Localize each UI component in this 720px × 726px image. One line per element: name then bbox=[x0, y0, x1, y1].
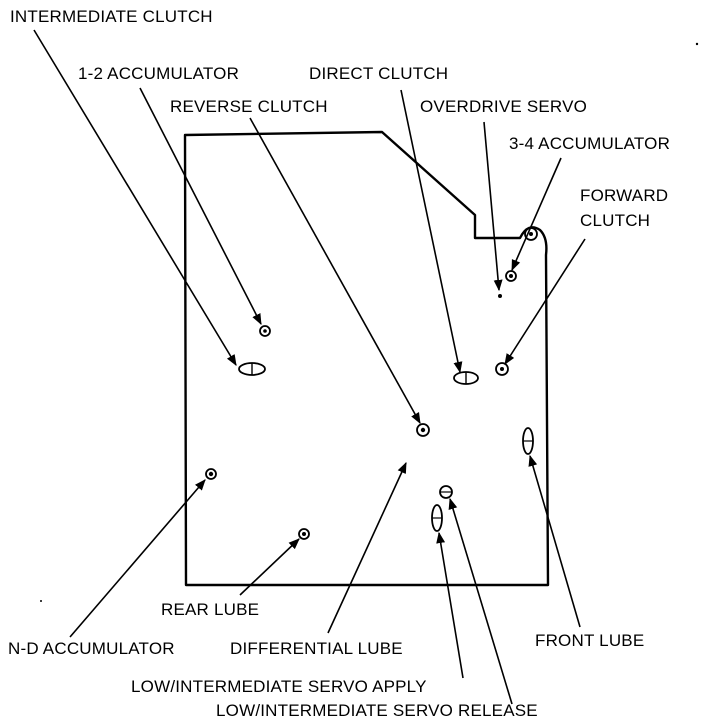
leader-rear-lube bbox=[239, 538, 300, 596]
label-forward: FORWARD bbox=[580, 186, 668, 205]
label-3-4-accumulator: 3-4 ACCUMULATOR bbox=[509, 134, 670, 153]
leader-servo-apply bbox=[436, 531, 464, 679]
plate-outline bbox=[183, 130, 550, 587]
leader-differential-lube bbox=[327, 461, 407, 634]
label-overdrive-servo: OVERDRIVE SERVO bbox=[420, 97, 587, 116]
leader-overdrive-servo bbox=[483, 121, 503, 292]
speck-mark bbox=[695, 42, 699, 46]
leader-3-4-accumulator bbox=[511, 157, 562, 272]
label-1-2-accumulator: 1-2 ACCUMULATOR bbox=[78, 64, 239, 83]
leader-direct-clutch bbox=[400, 89, 463, 374]
label-direct-clutch: DIRECT CLUTCH bbox=[309, 64, 448, 83]
leader-front-lube bbox=[528, 454, 581, 628]
leader-intermediate-clutch bbox=[33, 29, 237, 366]
label-intermediate-clutch: INTERMEDIATE CLUTCH bbox=[10, 7, 213, 26]
leader-reverse-clutch bbox=[249, 117, 421, 424]
label-low-int-servo-apply: LOW/INTERMEDIATE SERVO APPLY bbox=[131, 677, 427, 696]
speck-mark bbox=[40, 600, 42, 602]
port-holes bbox=[205, 227, 538, 540]
label-front-lube: FRONT LUBE bbox=[535, 631, 644, 650]
label-differential-lube: DIFFERENTIAL LUBE bbox=[230, 639, 403, 658]
port-small-mark bbox=[498, 294, 502, 298]
label-n-d-accumulator: N-D ACCUMULATOR bbox=[8, 639, 175, 658]
labels: INTERMEDIATE CLUTCH 1-2 ACCUMULATOR DIRE… bbox=[8, 7, 670, 720]
label-clutch: CLUTCH bbox=[580, 211, 650, 230]
leader-lines bbox=[33, 29, 586, 705]
label-reverse-clutch: REVERSE CLUTCH bbox=[170, 97, 328, 116]
label-rear-lube: REAR LUBE bbox=[161, 600, 259, 619]
leader-n-d-accumulator bbox=[69, 479, 206, 638]
leader-servo-release bbox=[448, 497, 513, 705]
leader-forward-clutch bbox=[504, 238, 586, 365]
leader-1-2-accumulator bbox=[139, 87, 262, 325]
label-low-int-servo-release: LOW/INTERMEDIATE SERVO RELEASE bbox=[216, 701, 538, 720]
